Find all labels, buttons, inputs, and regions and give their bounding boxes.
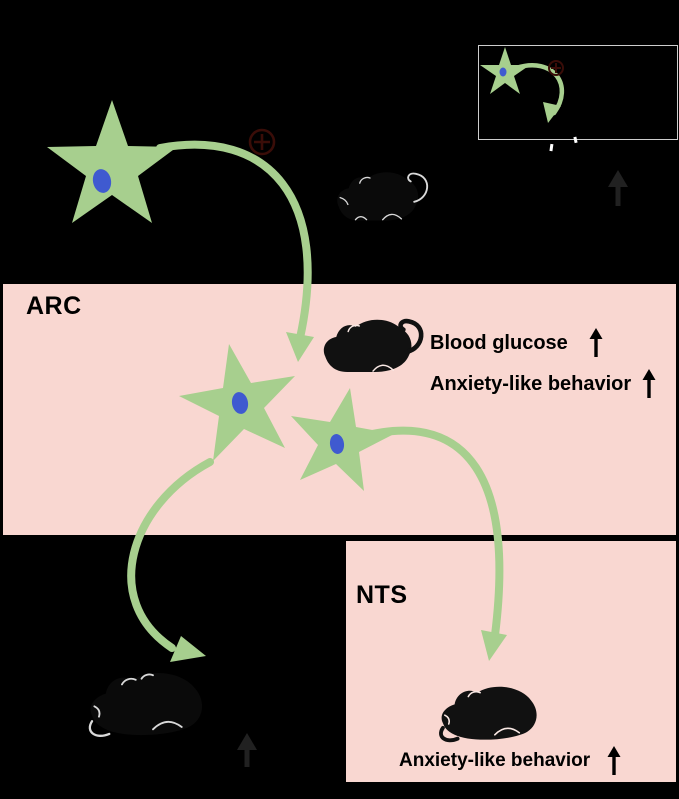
arc-region-label: ARC (26, 292, 82, 320)
up-arrow-icon (642, 369, 656, 398)
region-arc-box (0, 281, 679, 538)
region-bottom-left-box (0, 538, 346, 785)
arc-anxiety-label: Anxiety-like behavior (430, 372, 632, 395)
blood-glucose-annotation: Blood glucose (430, 328, 604, 358)
nts-anxiety-annotation: Anxiety-like behavior (399, 746, 622, 776)
inset-box (478, 45, 678, 140)
up-arrow-icon (589, 328, 603, 357)
up-arrow-icon (607, 746, 621, 775)
nts-region-label: NTS (356, 581, 408, 609)
arc-anxiety-annotation: Anxiety-like behavior (430, 369, 657, 399)
nts-anxiety-label: Anxiety-like behavior (399, 750, 591, 771)
blood-glucose-label: Blood glucose (430, 331, 568, 354)
